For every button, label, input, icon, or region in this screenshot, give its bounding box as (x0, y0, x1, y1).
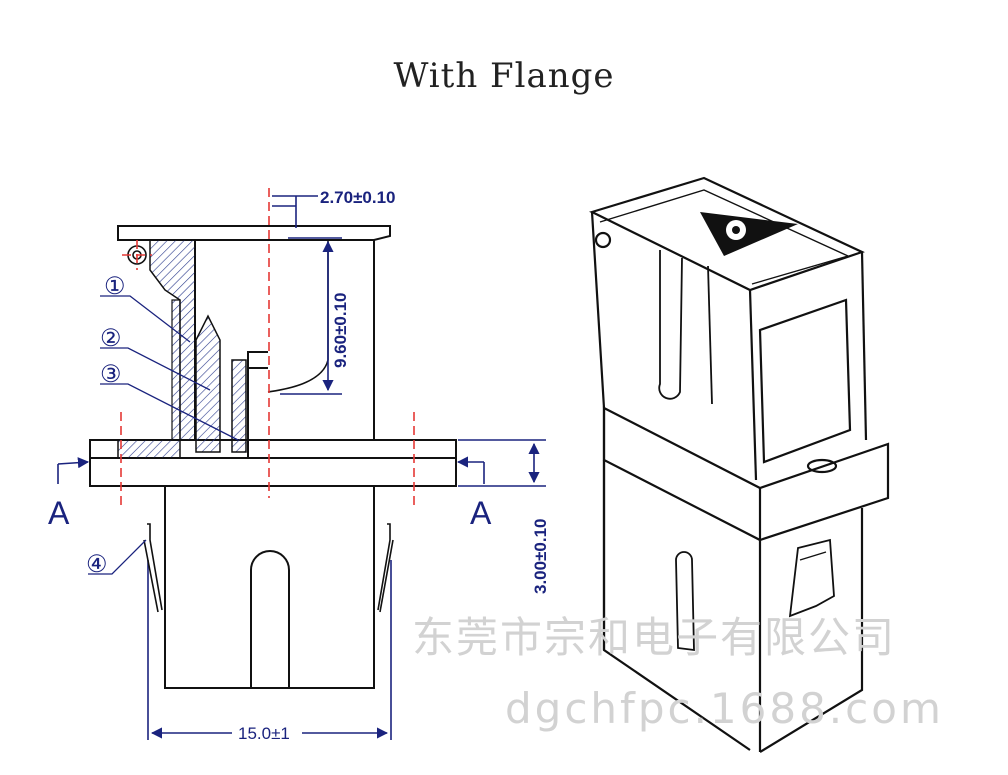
section-label-left: A (48, 495, 70, 531)
dimension-15-0 (147, 560, 392, 740)
callout-2: ② (100, 325, 122, 352)
dimension-9-60 (280, 237, 342, 395)
dimension-2-70 (272, 195, 318, 228)
callout-1: ① (104, 273, 126, 300)
dimension-label-15-0: 15.0±1 (238, 724, 290, 743)
dimension-3-00 (458, 439, 546, 487)
callout-leaders (88, 295, 239, 575)
dimension-label-3-00: 3.00±0.10 (531, 518, 550, 594)
center-lines (120, 188, 415, 510)
dimension-label-2-70: 2.70±0.10 (320, 188, 396, 207)
drawing-title: With Flange (393, 56, 615, 96)
dimension-label-9-60: 9.60±0.10 (331, 292, 350, 368)
laser-warning-icon (700, 212, 798, 256)
watermark-company: 东莞市宗和电子有限公司 (412, 613, 897, 662)
spring-legs (143, 523, 394, 613)
section-marks (57, 456, 485, 484)
hatched-sections (117, 239, 247, 459)
callout-3: ③ (100, 361, 122, 388)
callout-4: ④ (86, 551, 108, 578)
watermark-url: dgchfpc.1688.com (505, 684, 944, 733)
section-label-right: A (470, 495, 492, 531)
isometric-view (589, 176, 890, 753)
